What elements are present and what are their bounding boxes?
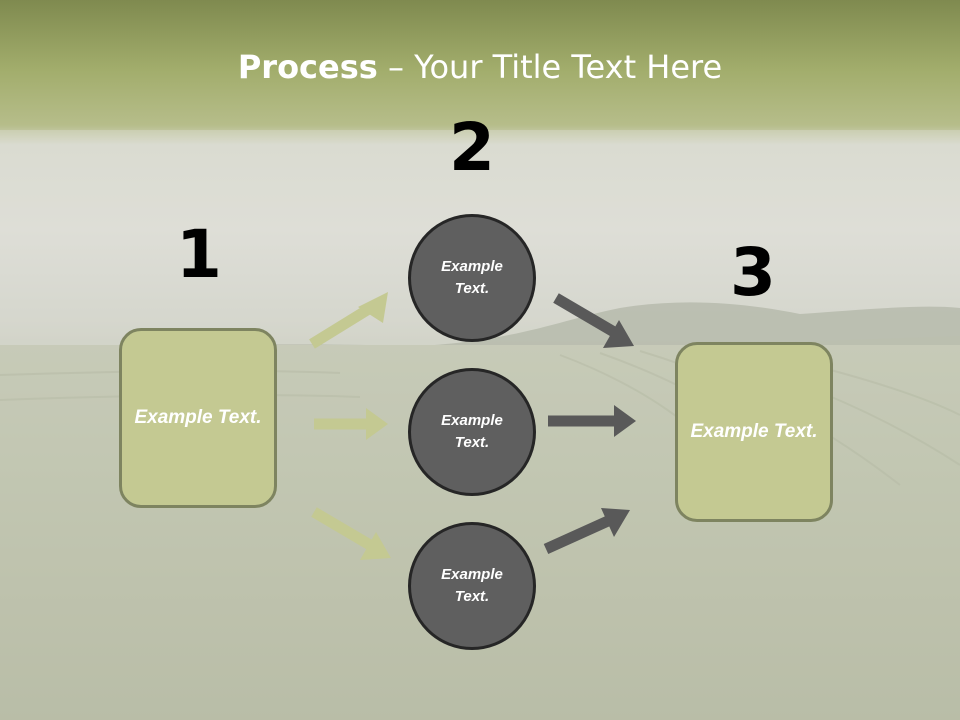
arrow-right-middle: [548, 405, 636, 437]
left-box: Example Text.: [119, 328, 277, 508]
circle-bottom: Example Text.: [408, 522, 536, 650]
title-separator: –: [377, 48, 415, 86]
circle-middle: Example Text.: [408, 368, 536, 496]
step-number-2: 2: [449, 109, 495, 186]
arrow-right-down: [553, 293, 634, 348]
arrow-left-middle: [314, 408, 388, 440]
title-text: Your Title Text Here: [414, 48, 723, 86]
arrow-left-down: [311, 507, 391, 560]
step-number-1: 1: [176, 216, 222, 293]
slide-title: Process – Your Title Text Here: [0, 48, 960, 86]
title-bold: Process: [237, 48, 378, 86]
right-box: Example Text.: [675, 342, 833, 522]
step-number-3: 3: [730, 234, 776, 311]
circle-top: Example Text.: [408, 214, 536, 342]
arrow-right-up: [543, 508, 630, 555]
arrow-left-up: [309, 292, 388, 349]
